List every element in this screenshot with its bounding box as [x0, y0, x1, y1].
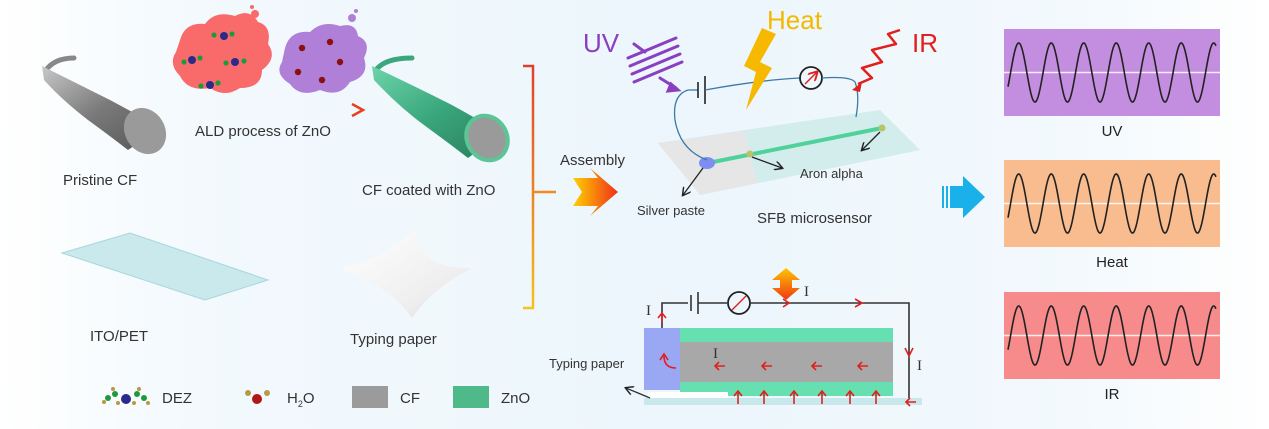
ir-label: IR [912, 28, 938, 58]
aron-alpha-label: Aron alpha [800, 166, 863, 181]
ir-radiation-icon [852, 28, 901, 92]
signal-panel-ir [1004, 292, 1220, 379]
signal-label-ir: IR [1104, 386, 1120, 403]
pristine-carbon-fiber [42, 55, 167, 155]
water-cloud [279, 9, 367, 93]
signal-waveform [1007, 42, 1217, 103]
current-label-fiber: I [713, 346, 718, 362]
cf-coated-label: CF coated with ZnO [362, 182, 496, 199]
signal-waveform [1007, 173, 1217, 234]
signal-waveform [1007, 305, 1217, 366]
assembly-label: Assembly [560, 152, 626, 169]
current-label-right: I [917, 358, 922, 374]
dez-cloud [172, 5, 272, 93]
h2o-o: O [302, 390, 315, 407]
heat-bolt-icon [744, 28, 776, 110]
legend-h2o-label: H2O [287, 390, 315, 409]
current-label-top: I [804, 284, 809, 300]
circuit-typing-paper-label: Typing paper [549, 356, 625, 371]
assembly-bracket [523, 64, 535, 310]
zno-coated-fiber [372, 55, 510, 163]
legend-dez-label: DEZ [162, 390, 192, 407]
legend-cf-label: CF [400, 390, 420, 407]
ito-pet-label: ITO/PET [90, 328, 149, 345]
sfb-microsensor [658, 66, 920, 195]
output-arrow-icon [942, 176, 985, 218]
signal-label-heat: Heat [1096, 254, 1128, 271]
silver-paste-label: Silver paste [637, 203, 705, 218]
legend-zno-swatch [453, 386, 489, 408]
current-label-left: I [646, 303, 651, 319]
signal-panel-heat [1004, 160, 1220, 247]
typing-paper-label: Typing paper [350, 331, 437, 348]
typing-paper-sheet [340, 230, 472, 318]
assembly-arrow-icon [573, 168, 618, 216]
signal-label-uv: UV [1101, 123, 1123, 140]
legend-zno-label: ZnO [501, 390, 531, 407]
pristine-cf-label: Pristine CF [63, 172, 138, 189]
ito-pet-film [60, 232, 270, 301]
h2o-h: H [287, 390, 298, 407]
legend-dez-icon [102, 387, 150, 405]
double-arrow-icon [772, 268, 800, 300]
legend-h2o-icon [245, 390, 270, 404]
h2o-sub: 2 [297, 399, 303, 409]
sfb-microsensor-label: SFB microsensor [757, 210, 873, 227]
legend-cf-swatch [352, 386, 388, 408]
uv-radiation-icon [626, 36, 684, 93]
signal-panel-uv [1004, 29, 1220, 116]
uv-label: UV [583, 28, 620, 58]
circuit-cross-section [626, 291, 922, 407]
heat-label: Heat [767, 5, 822, 35]
ald-process-label: ALD process of ZnO [195, 123, 331, 140]
